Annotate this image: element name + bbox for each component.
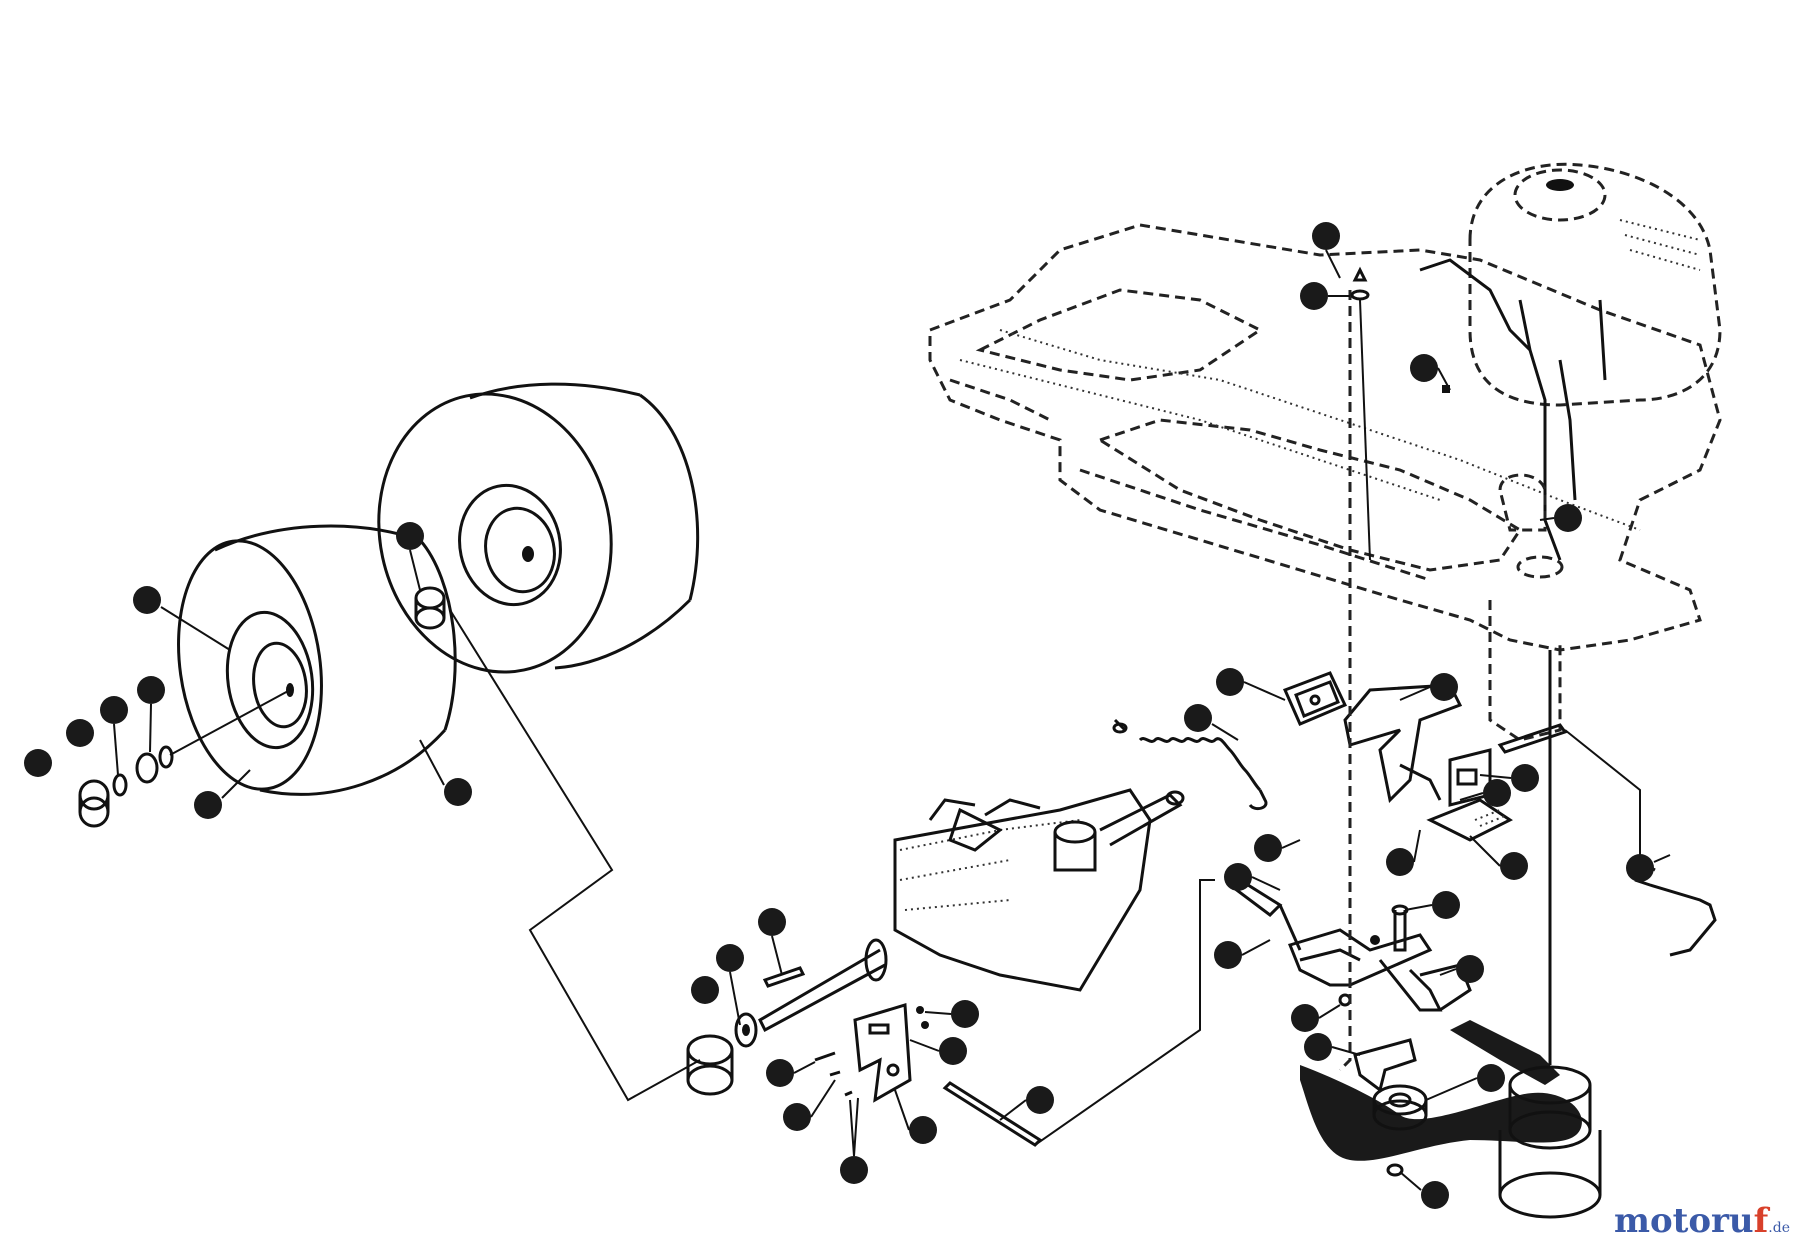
brake-pad xyxy=(1282,671,1348,726)
leader-axle-path xyxy=(449,609,701,1102)
pin-rod xyxy=(1497,723,1568,754)
callout-markers xyxy=(24,222,1654,1209)
callout-leaders xyxy=(113,249,1671,1191)
drive-belt xyxy=(1300,1020,1582,1161)
tension-spring xyxy=(1112,718,1268,811)
engine-chassis-frame xyxy=(928,162,1722,742)
spacer-bushing xyxy=(414,586,446,630)
rear-wheel-near xyxy=(177,524,457,796)
pin-leader xyxy=(1564,729,1641,855)
engine-pulley xyxy=(1498,650,1602,1219)
vertical-shaft-line xyxy=(1338,290,1352,1072)
upper-hardware xyxy=(1350,266,1450,393)
transaxle xyxy=(758,788,1185,1033)
motoruf-watermark: motoruf.de xyxy=(1614,1204,1790,1238)
bottom-nut xyxy=(1386,1163,1404,1177)
watermark-main: motoru xyxy=(1613,1201,1754,1241)
watermark-accent: f xyxy=(1753,1201,1769,1241)
bracket-plate xyxy=(814,1003,929,1103)
vertical-pin-line xyxy=(1359,299,1371,561)
axle-spacer-washer xyxy=(686,1012,758,1096)
watermark-tld: .de xyxy=(1768,1220,1790,1236)
lower-rod xyxy=(942,879,1215,1147)
rear-wheel-far xyxy=(377,382,700,674)
idler-bracket xyxy=(1353,1038,1417,1093)
axle-key xyxy=(762,966,806,988)
hub-hardware-stack xyxy=(78,689,291,828)
brake-bracket xyxy=(1343,683,1463,804)
